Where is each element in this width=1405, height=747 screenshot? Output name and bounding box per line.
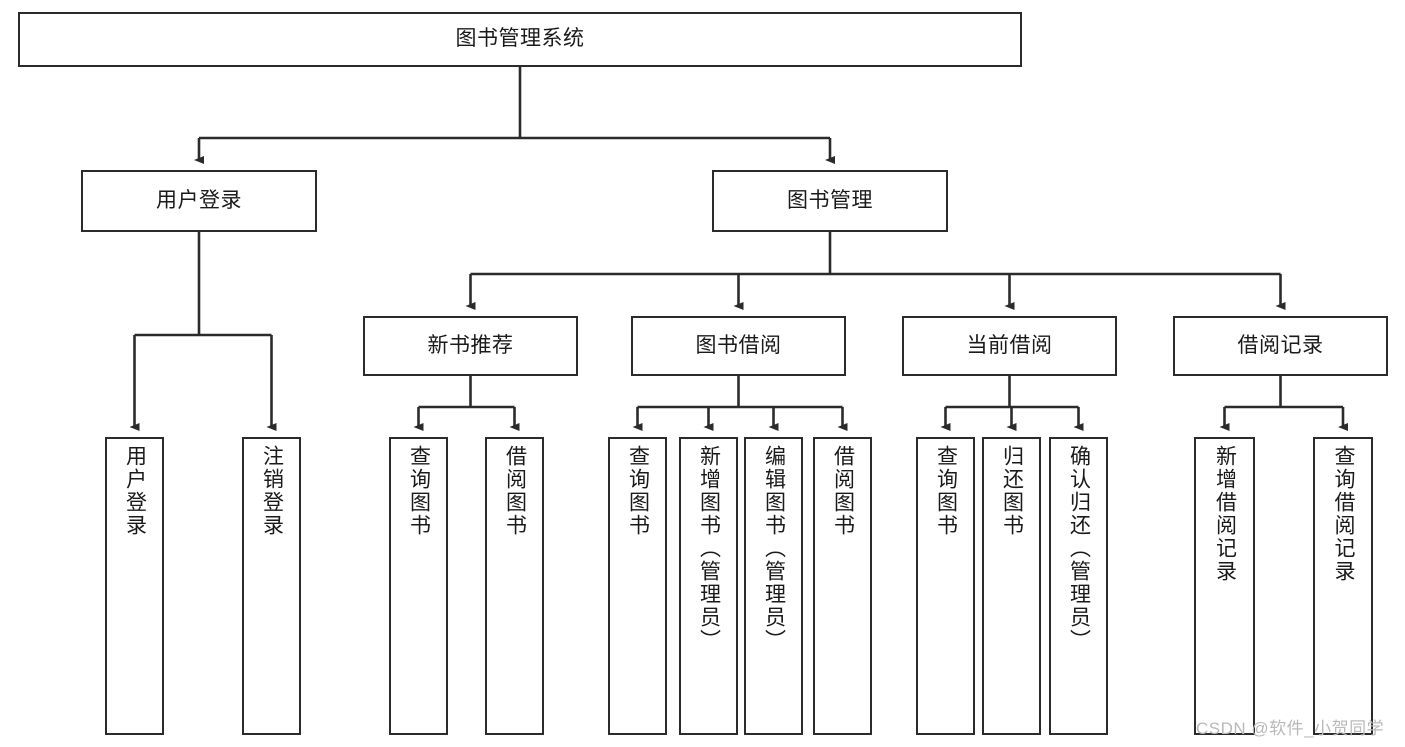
node-leaf-borrow-book-b[interactable]: 借阅图书 (813, 437, 872, 735)
node-label-book-borrow: 图书借阅 (695, 333, 782, 357)
node-label-leaf-borrow-book-b: 借阅图书 (831, 445, 855, 537)
node-book-borrow[interactable]: 图书借阅 (631, 316, 846, 376)
node-label-leaf-confirm-return: 确认归还（管理员） (1067, 445, 1091, 652)
node-leaf-query-record[interactable]: 查询借阅记录 (1313, 437, 1373, 735)
node-label-leaf-borrow-book-rec: 借阅图书 (503, 445, 527, 537)
node-label-leaf-query-record: 查询借阅记录 (1332, 445, 1356, 583)
node-new-book-recommend[interactable]: 新书推荐 (363, 316, 578, 376)
node-leaf-borrow-book-rec[interactable]: 借阅图书 (485, 437, 544, 735)
node-leaf-confirm-return[interactable]: 确认归还（管理员） (1049, 437, 1108, 735)
node-label-leaf-add-record: 新增借阅记录 (1213, 445, 1237, 583)
node-label-new-book-recommend: 新书推荐 (427, 333, 514, 357)
node-leaf-edit-book[interactable]: 编辑图书（管理员） (744, 437, 803, 735)
node-leaf-add-book[interactable]: 新增图书（管理员） (679, 437, 738, 735)
node-label-book-manage: 图书管理 (787, 188, 873, 212)
node-leaf-add-record[interactable]: 新增借阅记录 (1194, 437, 1255, 735)
csdn-watermark: CSDN @软件_小贺同学 (1196, 719, 1385, 738)
node-label-leaf-query-book-c: 查询图书 (934, 445, 958, 537)
node-leaf-logout[interactable]: 注销登录 (242, 437, 301, 735)
node-label-leaf-edit-book: 编辑图书（管理员） (762, 445, 786, 652)
node-label-leaf-query-book-rec: 查询图书 (407, 445, 431, 537)
node-leaf-query-book-b[interactable]: 查询图书 (608, 437, 667, 735)
node-leaf-return-book[interactable]: 归还图书 (982, 437, 1041, 735)
node-user-login[interactable]: 用户登录 (81, 170, 317, 232)
node-leaf-user-login[interactable]: 用户登录 (105, 437, 164, 735)
node-root[interactable]: 图书管理系统 (18, 12, 1022, 67)
node-borrow-record[interactable]: 借阅记录 (1173, 316, 1388, 376)
node-label-leaf-logout: 注销登录 (260, 445, 284, 537)
node-current-borrow[interactable]: 当前借阅 (902, 316, 1117, 376)
node-label-root: 图书管理系统 (455, 27, 585, 51)
node-leaf-query-book-c[interactable]: 查询图书 (916, 437, 975, 735)
node-label-borrow-record: 借阅记录 (1237, 333, 1324, 357)
node-leaf-query-book-rec[interactable]: 查询图书 (389, 437, 448, 735)
node-label-leaf-query-book-b: 查询图书 (626, 445, 650, 537)
node-label-leaf-return-book: 归还图书 (1000, 445, 1024, 537)
node-label-user-login: 用户登录 (156, 188, 242, 212)
node-label-leaf-user-login: 用户登录 (123, 445, 147, 537)
node-book-manage[interactable]: 图书管理 (712, 170, 948, 232)
node-label-leaf-add-book: 新增图书（管理员） (697, 445, 721, 652)
node-label-current-borrow: 当前借阅 (966, 333, 1053, 357)
